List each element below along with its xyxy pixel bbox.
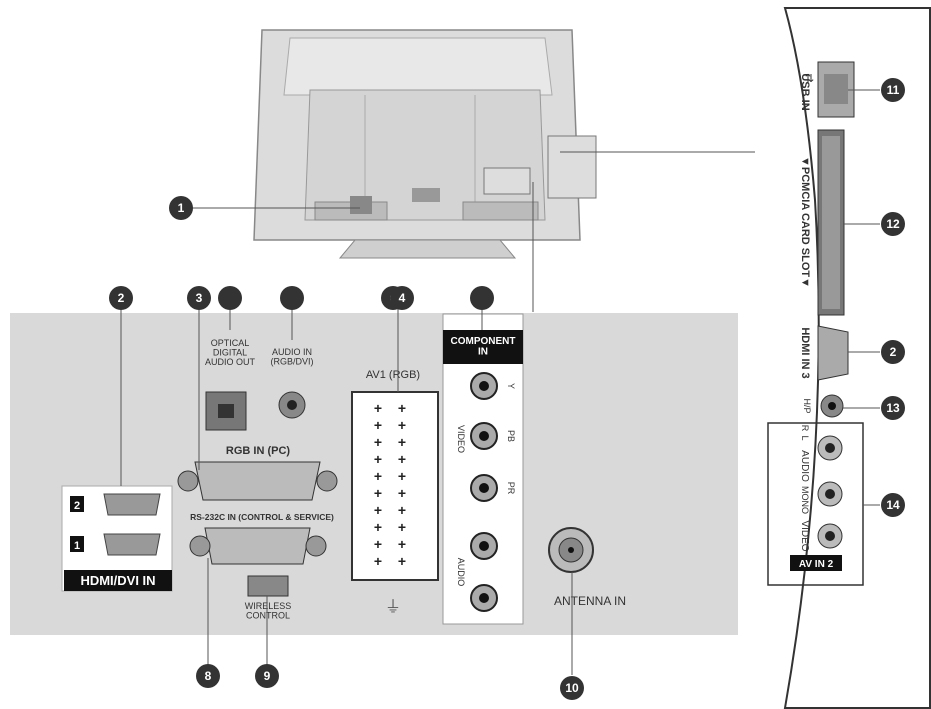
svg-text:⏚: ⏚ [385, 598, 401, 616]
callout-marker [109, 286, 133, 310]
callout-marker [881, 340, 905, 364]
hdmi-dvi-block: HDMI/DVI IN 2 1 [61, 485, 173, 592]
side-mono-label: MONO [800, 486, 810, 514]
scart-pin: + [398, 485, 406, 501]
scart-pin: + [398, 519, 406, 535]
scart-pin: + [398, 553, 406, 569]
rgb-in-port [194, 461, 321, 501]
side-av_in2-label: AV IN 2 [799, 559, 834, 570]
side-l-label: L [800, 435, 810, 440]
component-jack-label: PR [506, 482, 516, 495]
component-jack-center [479, 483, 489, 493]
av1-scart-port [351, 391, 439, 581]
callout-marker [280, 286, 304, 310]
side-usb-label: USB IN [799, 73, 811, 110]
scart-pin: + [374, 400, 382, 416]
side-hdmi3-label: HDMI IN 3 [799, 327, 811, 378]
scart-pin: + [398, 536, 406, 552]
side-video-label: VIDEO [799, 520, 810, 551]
component-jack-label: Y [506, 383, 516, 389]
hdmi-1-port [103, 533, 161, 556]
scart-pin: + [374, 519, 382, 535]
scart-pin: + [374, 485, 382, 501]
callout-marker [560, 676, 584, 700]
scart-pin: + [398, 400, 406, 416]
component-jack-center [479, 381, 489, 391]
panel-hdmi_2-label: 2 [74, 500, 80, 512]
rear-connector-area [483, 167, 531, 195]
component-jack-center [479, 593, 489, 603]
panel-hdmi_1-label: 1 [74, 540, 80, 552]
callout-number: 14 [886, 498, 900, 512]
av-in-2-badge [790, 555, 842, 571]
callout-marker [470, 286, 494, 310]
callout-marker [881, 493, 905, 517]
callout-marker [390, 286, 414, 310]
component-jack-center [479, 541, 489, 551]
scart-pin: + [398, 417, 406, 433]
power-socket [350, 196, 372, 214]
callout-number: 8 [205, 669, 212, 683]
panel-audio-label: AUDIO [456, 558, 466, 587]
callout-marker [196, 664, 220, 688]
panel-antenna-label: ANTENNA IN [554, 594, 626, 608]
scart-pin: + [374, 553, 382, 569]
svg-text:⇄: ⇄ [803, 73, 815, 82]
side-audio-label: AUDIO [799, 450, 810, 482]
callout-marker [187, 286, 211, 310]
rs232c-port [204, 527, 311, 565]
panel-hdmi_dvi-label: HDMI/DVI IN [80, 573, 155, 588]
callout-marker [218, 286, 242, 310]
callout-number: 2 [118, 291, 125, 305]
tv-back-view [253, 29, 597, 259]
side-pcmcia-label: ▼PCMCIA CARD SLOT▼ [799, 156, 811, 288]
callout-number: 3 [196, 291, 203, 305]
callout-number: 4 [399, 291, 406, 305]
callout-number: 2 [890, 345, 897, 359]
scart-pin: + [398, 434, 406, 450]
scart-pin: + [374, 536, 382, 552]
callout-marker [169, 196, 193, 220]
side-connector-area [547, 135, 597, 199]
scart-pin: + [398, 468, 406, 484]
scart-pin: + [398, 502, 406, 518]
scart-pin: + [374, 417, 382, 433]
callout-marker [881, 78, 905, 102]
panel-rgb_in-label: RGB IN (PC) [226, 445, 291, 457]
panel-rs232-label: RS-232C IN (CONTROL & SERVICE) [190, 512, 334, 522]
callout-number: 13 [886, 401, 900, 415]
panel-audio_in-label: AUDIO IN(RGB/DVI) [270, 347, 313, 366]
callout-number: 12 [886, 217, 900, 231]
component-jack-center [479, 431, 489, 441]
tv-stand [338, 239, 517, 259]
side-hp-label: H/P [802, 398, 812, 413]
callout-number: 11 [887, 83, 900, 97]
scart-pin: + [374, 468, 382, 484]
callout-number: 1 [178, 201, 185, 215]
component-block [442, 313, 524, 625]
component-jack-label: PB [506, 430, 516, 442]
panel-video-label: VIDEO [456, 425, 466, 453]
hdmi-in-3-port [817, 325, 849, 381]
callout-marker [255, 664, 279, 688]
callout-marker [881, 396, 905, 420]
scart-pin: + [374, 451, 382, 467]
callout-number: 10 [565, 681, 579, 695]
panel-av1-label: AV1 (RGB) [366, 369, 420, 381]
wireless-control-port [247, 575, 289, 597]
callout-number: 9 [264, 669, 271, 683]
hdmi-2-port [103, 493, 161, 516]
side-r-label: R [800, 425, 810, 432]
scart-pin: + [398, 451, 406, 467]
callout-marker [881, 212, 905, 236]
scart-pin: + [374, 434, 382, 450]
scart-pin: + [374, 502, 382, 518]
